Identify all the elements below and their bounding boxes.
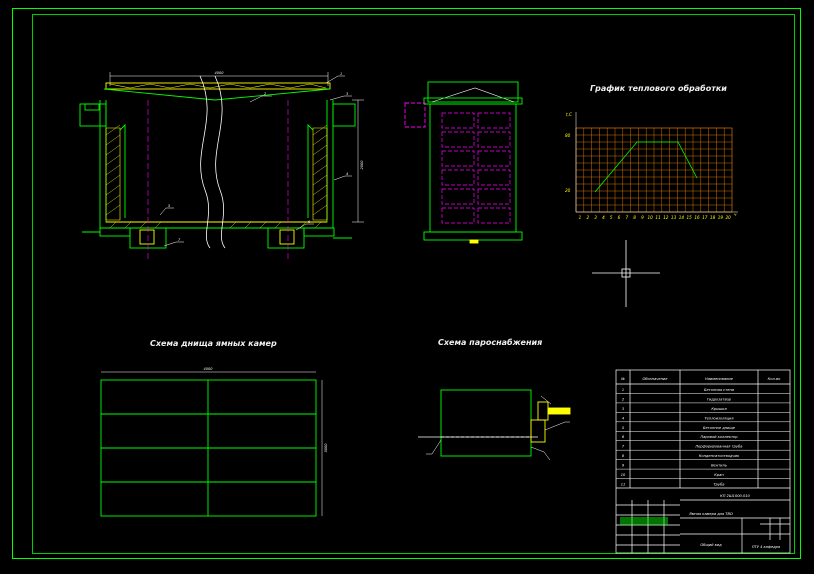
spec-row-number: 4 [622,416,625,420]
plan-dim-width: 4000 [204,367,214,371]
spec-row-name: Гидрозатвор [707,397,732,401]
spec-header-designation: Обозначение [643,377,669,381]
plan-title: Схема днища ямных камер [150,339,277,348]
spec-header-n: № [620,377,625,381]
spec-header-name: Наименование [705,377,734,381]
spec-row-number: 5 [622,426,625,430]
spec-row-name: Конденсатоотводчик [699,454,740,458]
shelf-grid [441,112,511,224]
spec-row-name: Теплоизоляция [704,416,734,420]
cad-crosshair-cursor[interactable] [592,240,660,307]
spec-row-number: 11 [621,483,626,487]
graph-x-tick: 8 [633,215,636,220]
title-block-stamp [620,517,668,525]
shelf-cell [477,207,511,224]
spec-row-number: 9 [622,464,625,468]
spec-row-number: 10 [621,473,626,477]
spec-row-number: 3 [622,407,625,411]
graph-y-tick-80: 80 [565,133,571,138]
leader-label-1: 1 [340,72,342,76]
graph-x-tick: 14 [679,215,685,220]
spec-table-rows: 1 Бетонная стена 2 Гидрозатвор 3 Крышка 4 Тепло… [616,388,790,487]
shelf-cell [477,112,511,129]
inner-frame [32,14,795,554]
spec-row-number: 8 [622,454,625,458]
chamber-section-view [79,72,356,249]
leader-label-2: 2 [264,92,267,96]
section-dimension-right [352,99,364,223]
shelf-cell [477,131,511,148]
shelf-cell [477,169,511,186]
graph-x-tick: 15 [687,215,693,220]
shelf-cell [477,150,511,167]
temperature-curve [594,141,698,193]
spec-row-number: 2 [622,397,625,401]
graph-x-tick: 16 [694,215,700,220]
spec-row-number: 1 [622,388,624,392]
graph-x-tick: 5 [610,215,613,220]
chamber-front-view [404,81,523,244]
shelf-cell [441,131,475,148]
spec-row-name: Труба [713,483,724,487]
graph-x-unit: ч [734,212,737,217]
title-block-org: ПТУ 4 кафедра [752,545,780,549]
dim-right-height: 2000 [360,160,364,170]
graph-x-tick: 20 [726,215,732,220]
graph-x-tick: 13 [671,215,677,220]
spec-row-number: 7 [622,445,625,449]
leader-label-4: 4 [346,172,348,176]
leader-label-3: 3 [346,92,348,96]
spec-row-name: Перфорированная труба [695,445,742,449]
graph-x-tick: 4 [602,215,605,220]
graph-x-tick: 1 [579,215,582,220]
spec-row-name: Крышка [711,407,726,411]
shelf-cell [441,112,475,129]
graph-x-tick: 12 [663,215,669,220]
spec-row-name: Бетонная стена [704,388,734,392]
spec-row-name: Бетонное днище [703,426,736,430]
dim-top-width: 4000 [215,71,225,75]
graph-title: График теплового обработки [590,83,727,93]
leader-label-6: 6 [308,220,311,224]
graph-x-tick: 10 [648,215,654,220]
graph-x-tick: 17 [702,215,708,220]
spec-row-number: 6 [622,435,625,439]
spec-row-name: Вентиль [711,464,727,468]
leader-lines [159,75,352,247]
graph-x-tick: 3 [594,215,597,220]
section-center-lines [147,100,289,262]
graph-grid [575,127,733,213]
leader-label-7: 7 [178,238,181,242]
graph-y-label-unit: t,C [566,112,572,117]
title-block-project: Ямная камера для ТВО [688,512,733,516]
spec-header-qty: Кол-во [768,377,781,381]
graph-x-tick: 18 [710,215,716,220]
graph-x-tick: 6 [618,215,621,220]
title-block-sheet-name: Общий вид [700,543,722,547]
title-block [616,499,790,553]
shelf-cell [441,169,475,186]
shelf-cell [477,188,511,205]
spec-table [615,369,791,554]
graph-x-tick: 11 [655,215,661,220]
shelf-cell [441,188,475,205]
outer-frame [12,8,801,559]
graph-x-tick: 19 [718,215,724,220]
title-block-code: КП 2Ш1000.010 [720,494,750,498]
shelf-cell [441,150,475,167]
graph-x-tick: 7 [625,215,628,220]
graph-x-tick: 2 [586,215,589,220]
spec-row-name: Кран [714,473,724,477]
graph-x-tick: 9 [641,215,644,220]
plan-dim-height: 3000 [324,443,328,453]
graph-y-tick-20: 20 [565,188,571,193]
steam-scheme [418,389,571,461]
steam-title: Схема пароснабжения [438,337,542,347]
plan-view [100,371,323,517]
leader-label-5: 5 [168,204,171,208]
spec-row-name: Паровой коллектор [700,435,738,439]
shelf-cell [441,207,475,224]
